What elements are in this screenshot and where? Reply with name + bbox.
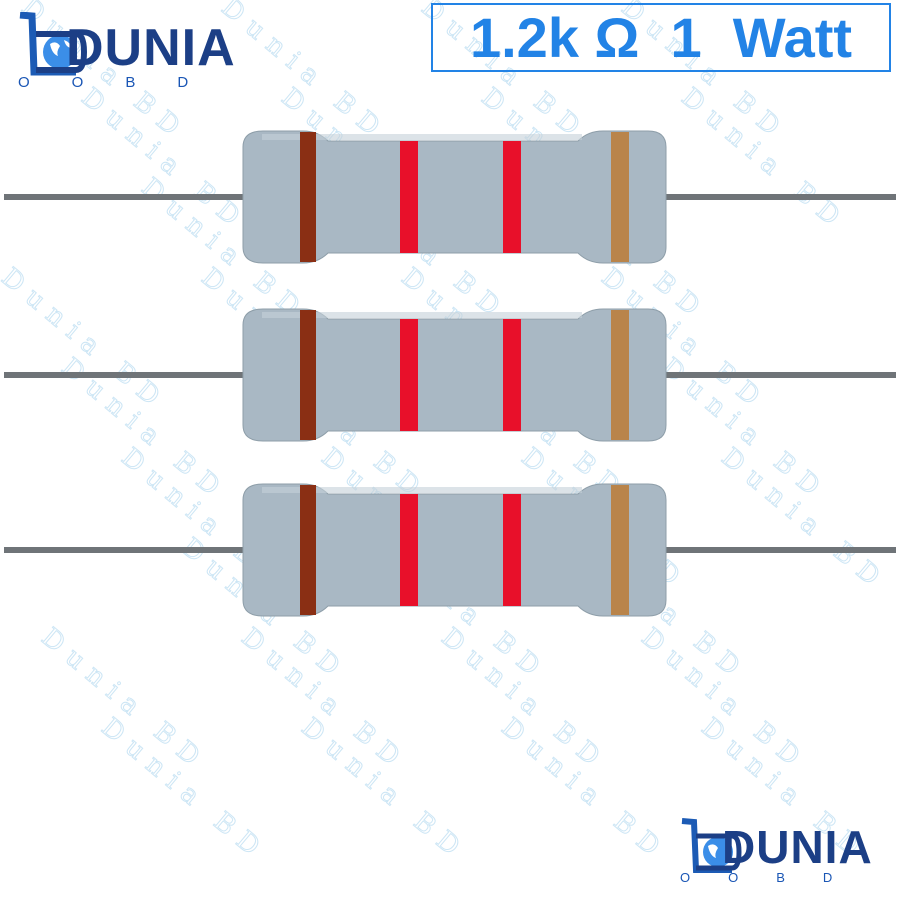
logo-word: DUNIA xyxy=(722,821,873,873)
color-band-gold xyxy=(611,310,629,440)
logo-word: DUNIA xyxy=(66,19,236,77)
lead-left xyxy=(4,194,249,200)
color-band-gold xyxy=(611,485,629,615)
lead-right xyxy=(660,194,896,200)
cart-globe-icon xyxy=(19,12,88,76)
color-band-red xyxy=(400,494,418,606)
lead-left xyxy=(4,547,249,553)
lead-right xyxy=(660,372,896,378)
lead-right xyxy=(660,547,896,553)
color-band-red xyxy=(503,141,521,253)
cart-globe-icon xyxy=(681,818,742,873)
product-title-box: 1.2k Ω 1 Watt xyxy=(431,3,891,72)
resistor xyxy=(4,308,896,442)
logo-subtitle: OOBD xyxy=(18,74,231,91)
resistor xyxy=(4,130,896,264)
color-band-brown xyxy=(300,310,316,440)
product-title: 1.2k Ω 1 Watt xyxy=(469,6,853,69)
color-band-brown xyxy=(300,132,316,262)
resistor xyxy=(4,483,896,617)
color-band-red xyxy=(400,319,418,431)
logo-subtitle: OOBD xyxy=(680,870,871,885)
color-band-red xyxy=(400,141,418,253)
color-band-red xyxy=(503,494,521,606)
color-band-gold xyxy=(611,132,629,262)
color-band-red xyxy=(503,319,521,431)
lead-left xyxy=(4,372,249,378)
color-band-brown xyxy=(300,485,316,615)
